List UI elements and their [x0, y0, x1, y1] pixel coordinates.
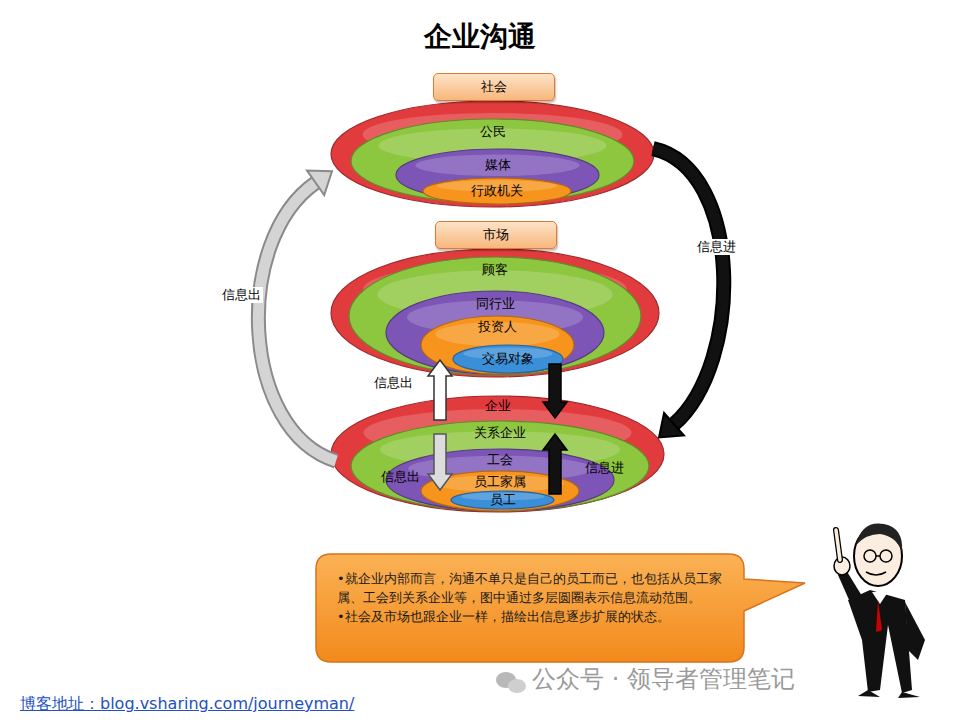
- ring-label: 员工家属: [420, 474, 580, 490]
- info-arrow: [543, 434, 567, 494]
- info-arrow: [653, 149, 724, 438]
- ring-ellipse: 企业关系企业工会员工家属员工: [330, 395, 665, 513]
- info-arrow: [428, 434, 452, 490]
- presenter-figure: [834, 523, 925, 698]
- info-arrow: [543, 364, 567, 418]
- ring-label: 媒体: [395, 157, 600, 173]
- ring-ellipse: 同行业投资人交易对象: [385, 290, 605, 375]
- edge-label: 信息进: [695, 239, 738, 255]
- edge-label: 信息出: [220, 287, 263, 303]
- callout-text: •社会及市场也跟企业一样，描绘出信息逐步扩展的状态。: [337, 607, 725, 626]
- ring-label: 关系企业: [350, 425, 650, 441]
- ring-label: 交易对象: [452, 351, 564, 367]
- ring-label: 工会: [385, 452, 615, 468]
- ring-ellipse: 顾客同行业投资人交易对象: [348, 256, 642, 376]
- ring-ellipse: 公民媒体行政机关: [350, 118, 635, 204]
- ring-ellipse: 交易对象: [452, 344, 564, 374]
- callout-text: •就企业内部而言，沟通不单只是自己的员工而已，也包括从员工家属、工会到关系企业等…: [337, 569, 725, 607]
- ring-label: 行政机关: [422, 183, 572, 199]
- edge-label: 信息出: [372, 375, 415, 391]
- edge-label: 信息出: [379, 469, 422, 485]
- blog-link: 博客地址：blog.vsharing.com/journeyman/: [18, 694, 356, 714]
- wechat-icon: [496, 672, 526, 693]
- ring-label: 企业: [330, 398, 665, 414]
- ring-label: 同行业: [385, 296, 605, 312]
- group-tag: 市场: [435, 221, 557, 249]
- ring-ellipse: 社会公民媒体行政机关: [330, 100, 655, 208]
- callout-bubble: •就企业内部而言，沟通不单只是自己的员工而已，也包括从员工家属、工会到关系企业等…: [315, 553, 745, 663]
- edge-label: 信息进: [583, 460, 626, 476]
- callout-shape: [315, 553, 815, 663]
- watermark-text: 公众号 · 领导者管理笔记: [530, 664, 797, 694]
- group-tag: 社会: [433, 73, 555, 101]
- ring-label: 公民: [350, 124, 635, 140]
- info-arrow: [428, 360, 452, 420]
- ring-ellipse: 市场顾客同行业投资人交易对象: [330, 248, 660, 378]
- ring-ellipse: 媒体行政机关: [395, 148, 600, 202]
- ring-label: 投资人: [420, 319, 575, 335]
- ring-label: 员工: [450, 492, 555, 508]
- diagram-title: 企业沟通: [0, 18, 960, 56]
- info-arrow: [258, 170, 336, 461]
- ring-label: 顾客: [348, 262, 642, 278]
- ring-ellipse: 行政机关: [422, 177, 572, 205]
- ring-ellipse: 员工: [450, 490, 555, 510]
